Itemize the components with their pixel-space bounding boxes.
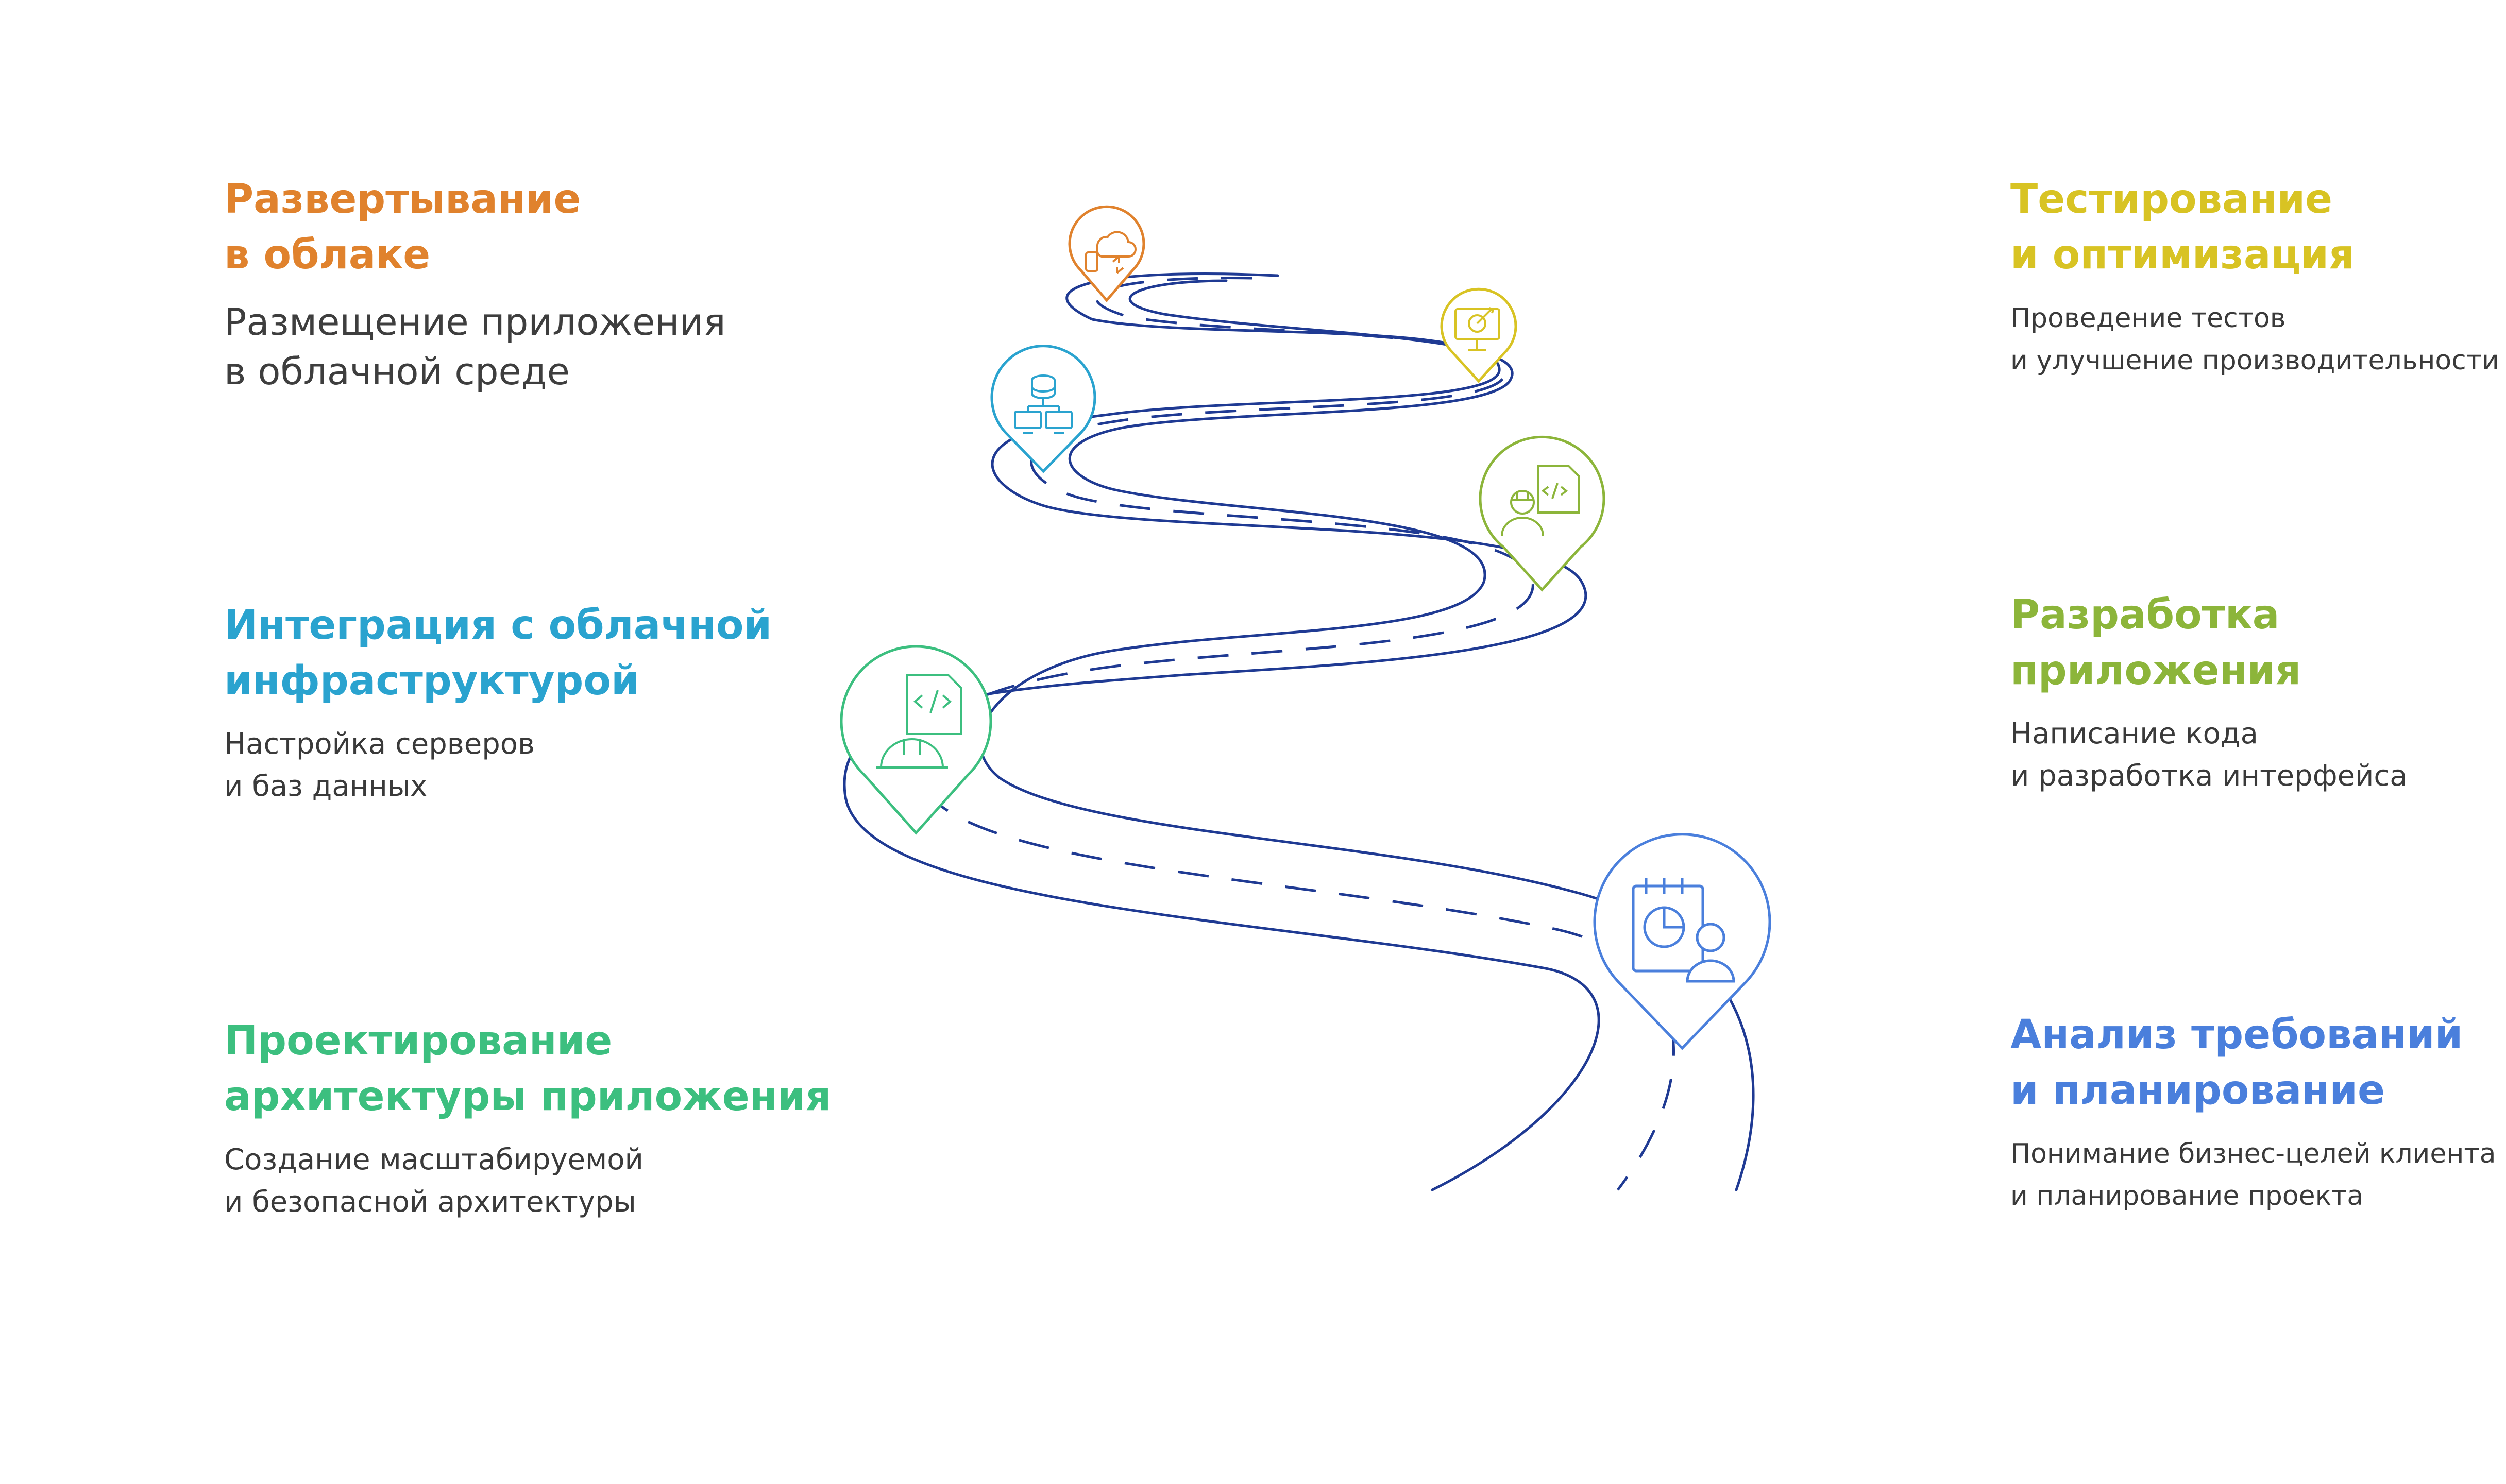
- hardhat-code-icon: [876, 674, 962, 769]
- desc-line: и улучшение производительности: [2010, 345, 2499, 376]
- title-line: приложения: [2010, 647, 2301, 694]
- step-description: Размещение приложения в облачной среде: [224, 297, 726, 396]
- database-network-icon: [1014, 374, 1073, 434]
- step-cloud-deploy: Развертывание в облаке Размещение прилож…: [224, 172, 726, 396]
- title-line: Интеграция с облачной: [224, 602, 772, 649]
- title-line: архитектуры приложения: [224, 1073, 832, 1120]
- title-line: Анализ требований: [2010, 1012, 2463, 1058]
- title-line: Тестирование: [2010, 176, 2333, 223]
- step-integration: Интеграция с облачной инфраструктурой На…: [224, 598, 772, 808]
- title-line: Разработка: [2010, 592, 2280, 638]
- desc-line: и планирование проекта: [2010, 1181, 2364, 1212]
- step-description: Понимание бизнес-целей клиента и планиро…: [2010, 1133, 2496, 1217]
- title-line: инфраструктурой: [224, 658, 639, 704]
- cloud-devices-icon: [1085, 231, 1137, 274]
- desc-line: Понимание бизнес-целей клиента: [2010, 1138, 2496, 1169]
- step-analysis: Анализ требований и планирование Пониман…: [2010, 1007, 2496, 1217]
- step-description: Написание кода и разработка интерфейса: [2010, 713, 2408, 797]
- pin-development: [1479, 435, 1605, 592]
- monitor-target-icon: [1454, 307, 1500, 351]
- step-description: Проведение тестов и улучшение производит…: [2010, 297, 2499, 382]
- step-testing: Тестирование и оптимизация Проведение те…: [2010, 172, 2499, 382]
- title-line: в облаке: [224, 232, 431, 278]
- step-description: Создание масштабируемой и безопасной арх…: [224, 1139, 831, 1223]
- step-title: Разработка приложения: [2010, 587, 2408, 698]
- desc-line: и баз данных: [224, 770, 428, 803]
- title-line: Проектирование: [224, 1018, 613, 1064]
- desc-line: Создание масштабируемой: [224, 1143, 644, 1176]
- step-title: Тестирование и оптимизация: [2010, 172, 2499, 283]
- desc-line: в облачной среде: [224, 350, 570, 393]
- title-line: и оптимизация: [2010, 232, 2355, 278]
- step-title: Анализ требований и планирование: [2010, 1007, 2496, 1118]
- step-title: Развертывание в облаке: [224, 172, 726, 283]
- step-development: Разработка приложения Написание кода и р…: [2010, 587, 2408, 797]
- title-line: и планирование: [2010, 1067, 2385, 1114]
- developer-code-icon: [1501, 465, 1580, 536]
- pin-integration: [990, 345, 1096, 473]
- title-line: Развертывание: [224, 176, 581, 223]
- desc-line: Проведение тестов: [2010, 303, 2286, 334]
- calendar-chart-user-icon: [1632, 878, 1735, 983]
- pin-cloud-deploy: [1068, 205, 1145, 302]
- step-architecture: Проектирование архитектуры приложения Со…: [224, 1013, 831, 1223]
- pin-architecture: [840, 645, 992, 835]
- desc-line: Размещение приложения: [224, 300, 726, 344]
- road-center-line: [915, 277, 1675, 1191]
- desc-line: и разработка интерфейса: [2010, 759, 2408, 793]
- desc-line: Написание кода: [2010, 717, 2258, 750]
- step-description: Настройка серверов и баз данных: [224, 723, 772, 808]
- step-title: Проектирование архитектуры приложения: [224, 1013, 831, 1124]
- pin-testing: [1440, 287, 1517, 383]
- desc-line: и безопасной архитектуры: [224, 1185, 636, 1219]
- step-title: Интеграция с облачной инфраструктурой: [224, 598, 772, 709]
- desc-line: Настройка серверов: [224, 727, 535, 761]
- pin-analysis: [1593, 833, 1771, 1050]
